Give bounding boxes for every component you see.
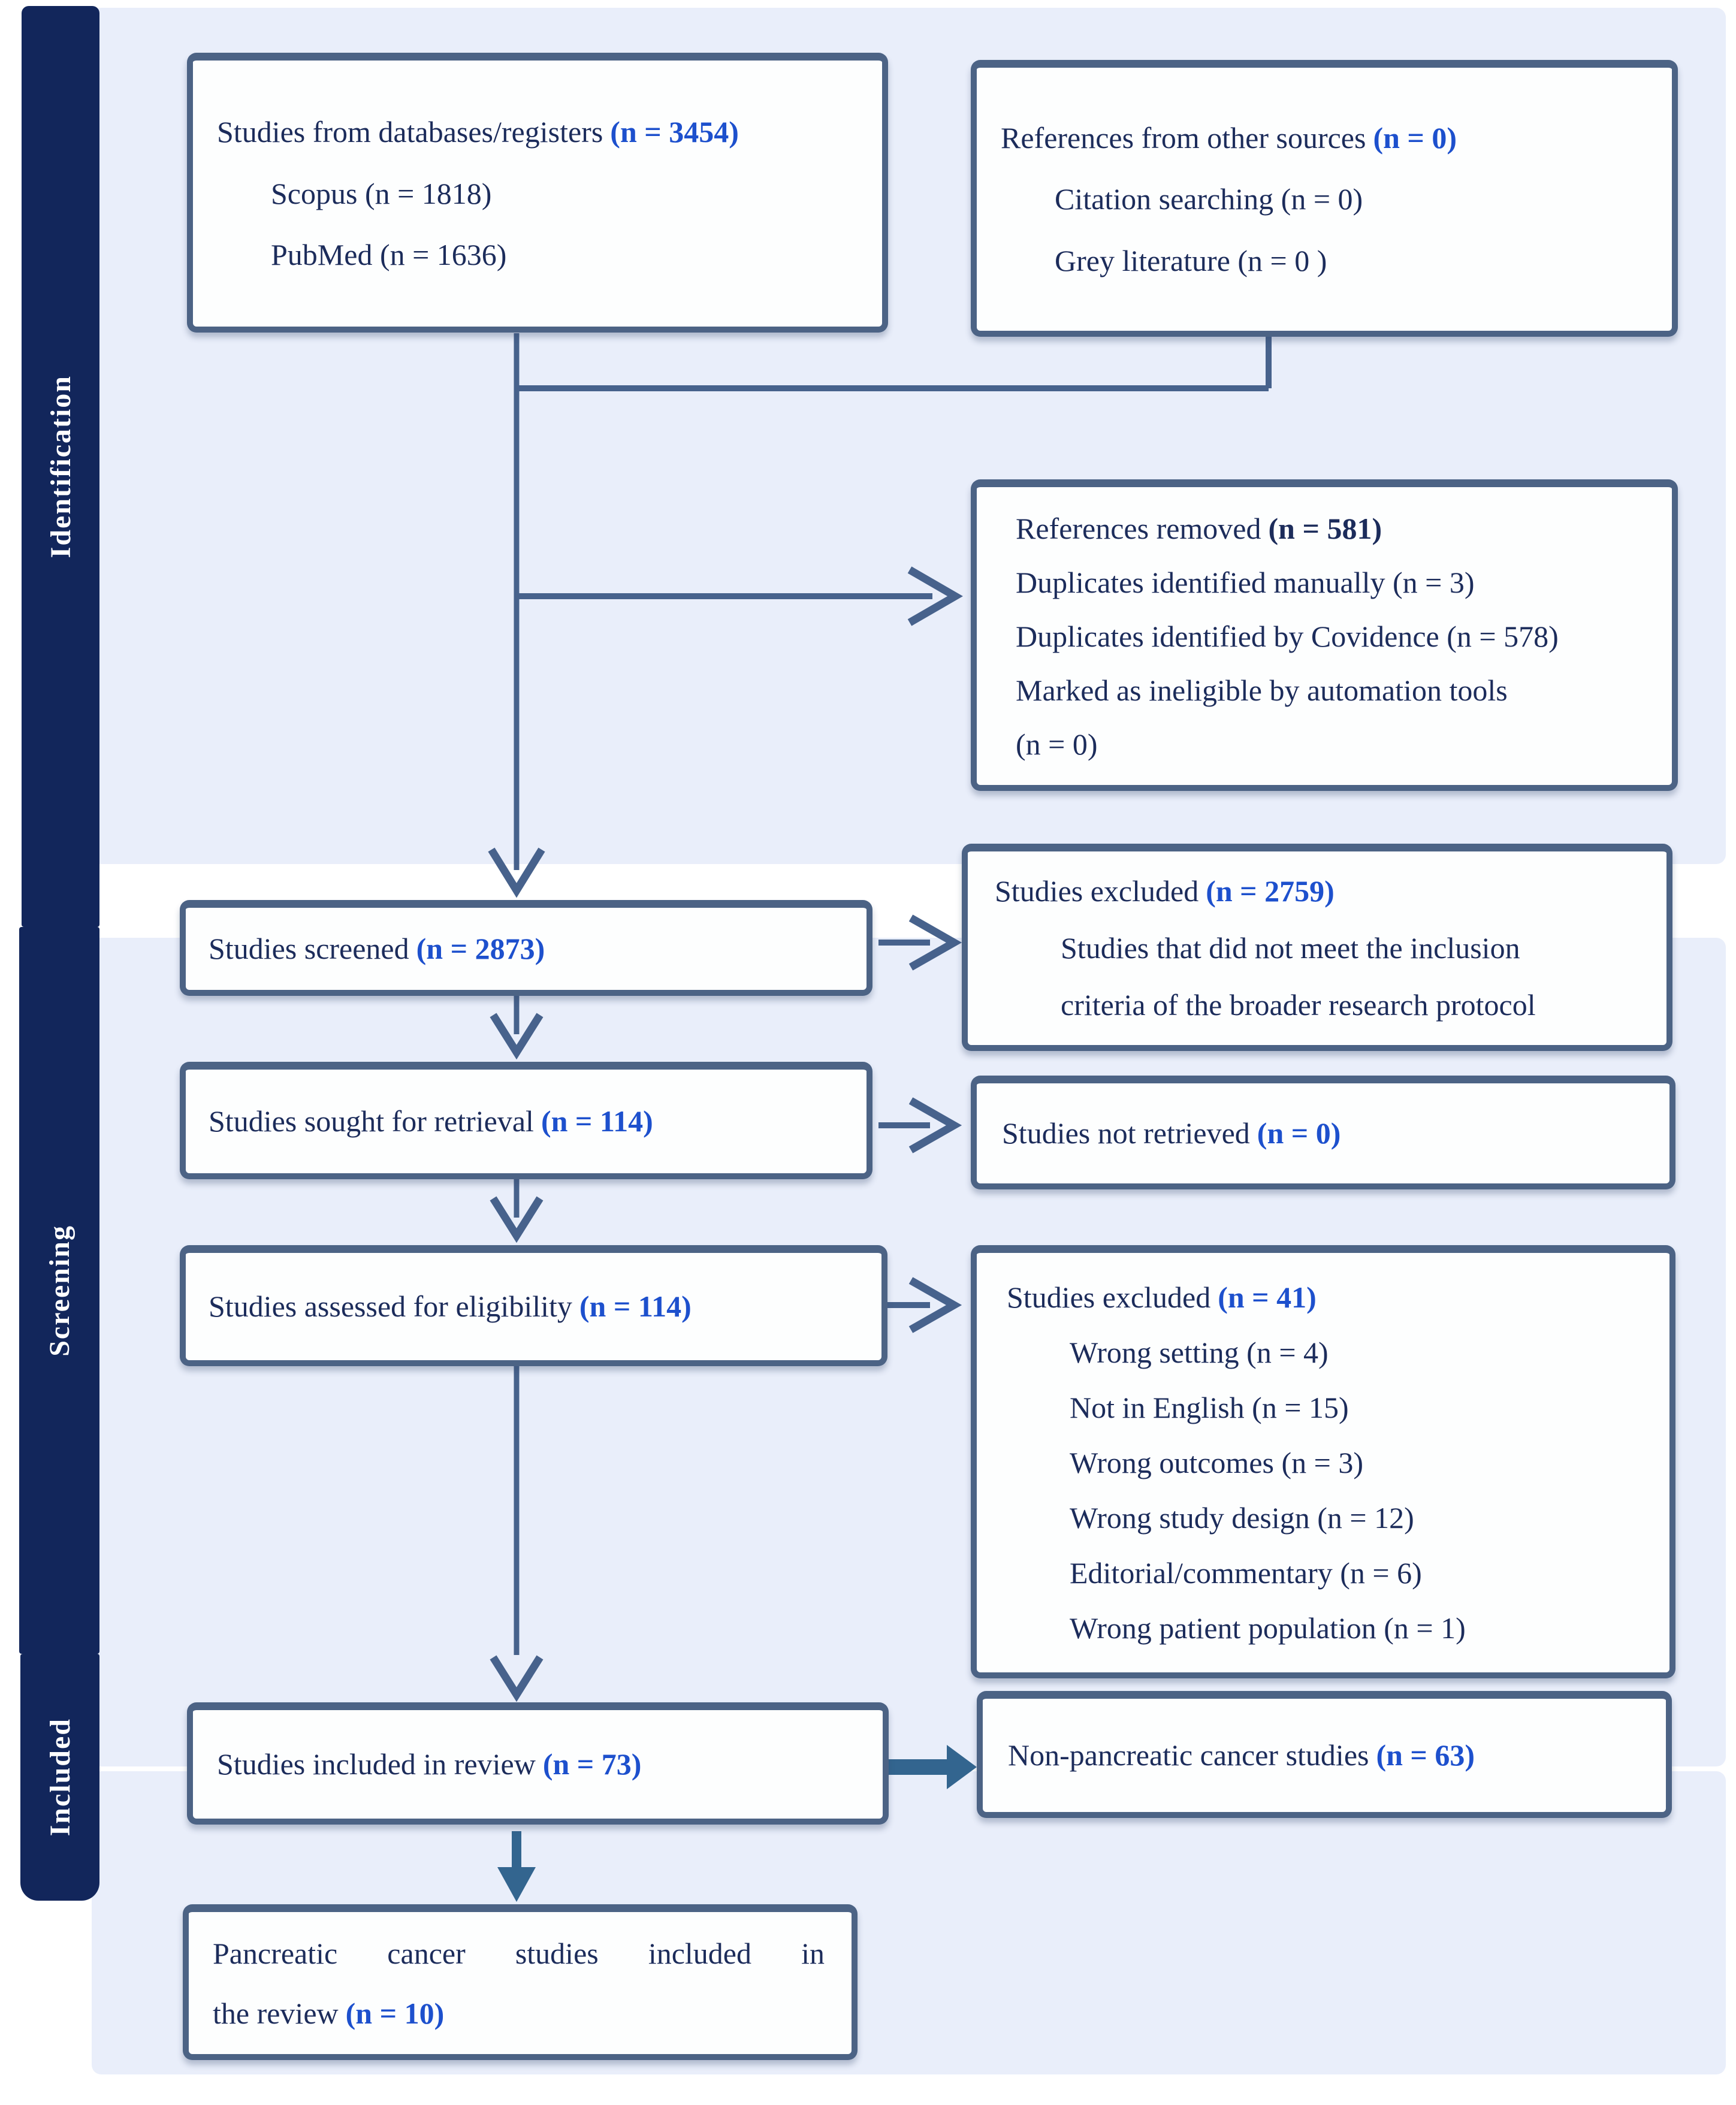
arrowhead-right-excluded41-icon bbox=[908, 1277, 962, 1333]
box-studies-assessed: Studies assessed for eligibility(n = 114… bbox=[180, 1245, 887, 1366]
box-studies-not-retrieved: Studies not retrieved(n = 0) bbox=[971, 1076, 1675, 1189]
list-item: Duplicates identified by Covidence (n = … bbox=[1016, 619, 1559, 653]
list-item: Scopus (n = 1818) bbox=[271, 176, 492, 210]
box-studies-excluded-eligibility: Studies excluded(n = 41) Wrong setting (… bbox=[971, 1245, 1675, 1678]
arrowhead-right-removed-icon bbox=[907, 566, 963, 626]
box-title: Studies sought for retrieval(n = 114) bbox=[209, 1104, 653, 1138]
box-title-line2: the review(n = 10) bbox=[213, 1996, 445, 2030]
included-label: Included bbox=[44, 1718, 76, 1837]
box-title: Studies from databases/registers(n = 345… bbox=[217, 115, 739, 149]
sidebar-included: Included bbox=[20, 1654, 99, 1901]
screening-label: Screening bbox=[43, 1224, 76, 1357]
box-studies-included-review: Studies included in review(n = 73) bbox=[187, 1702, 889, 1825]
box-title: Studies excluded(n = 2759) bbox=[995, 874, 1335, 908]
list-item: Editorial/commentary (n = 6) bbox=[1070, 1556, 1422, 1590]
list-item: Not in English (n = 15) bbox=[1070, 1391, 1349, 1424]
box-references-removed: References removed(n = 581) Duplicates i… bbox=[971, 479, 1678, 791]
arrowhead-right-excluded-icon bbox=[908, 914, 962, 971]
arrowhead-down-sought-icon bbox=[490, 1013, 544, 1060]
box-studies-screened: Studies screened(n = 2873) bbox=[180, 900, 872, 996]
identification-label: Identification bbox=[44, 375, 77, 558]
list-item: Wrong patient population (n = 1) bbox=[1070, 1611, 1466, 1645]
arrowhead-right-notretrieved-icon bbox=[908, 1097, 962, 1153]
box-databases-registers: Studies from databases/registers(n = 345… bbox=[187, 53, 888, 333]
thin-connectors bbox=[488, 333, 1272, 1702]
box-title: Studies not retrieved(n = 0) bbox=[1002, 1116, 1341, 1150]
arrowhead-down-included-icon bbox=[490, 1655, 544, 1702]
box-title: References removed(n = 581) bbox=[1016, 511, 1382, 545]
list-item: PubMed (n = 1636) bbox=[271, 238, 507, 272]
box-other-sources: References from other sources(n = 0) Cit… bbox=[971, 60, 1678, 337]
list-item: Grey literature (n = 0 ) bbox=[1055, 243, 1327, 277]
arrowhead-solid-right-icon bbox=[947, 1745, 977, 1789]
box-title: Studies excluded(n = 41) bbox=[1007, 1280, 1317, 1314]
box-non-pancreatic-studies: Non-pancreatic cancer studies(n = 63) bbox=[977, 1691, 1672, 1818]
sidebar-identification: Identification bbox=[22, 6, 99, 927]
arrowhead-solid-down-icon bbox=[497, 1867, 536, 1902]
thick-connectors bbox=[497, 1745, 977, 1902]
list-item: Duplicates identified manually (n = 3) bbox=[1016, 565, 1475, 599]
list-item: Wrong outcomes (n = 3) bbox=[1070, 1446, 1363, 1479]
box-title: Studies assessed for eligibility(n = 114… bbox=[209, 1289, 692, 1323]
list-item: Studies that did not meet the inclusion bbox=[1061, 931, 1520, 965]
list-item: Wrong setting (n = 4) bbox=[1070, 1336, 1329, 1369]
included-panc-shaft bbox=[512, 1831, 521, 1870]
box-title: References from other sources(n = 0) bbox=[1001, 120, 1457, 155]
box-title: Non-pancreatic cancer studies(n = 63) bbox=[1008, 1738, 1475, 1772]
box-studies-excluded-screening: Studies excluded(n = 2759) Studies that … bbox=[962, 844, 1672, 1051]
list-item: (n = 0) bbox=[1016, 727, 1098, 761]
list-item: criteria of the broader research protoco… bbox=[1061, 988, 1536, 1022]
list-item: Marked as ineligible by automation tools bbox=[1016, 673, 1508, 707]
box-title: Studies screened(n = 2873) bbox=[209, 932, 545, 965]
sidebar-screening: Screening bbox=[19, 927, 99, 1654]
included-nonpanc-shaft bbox=[889, 1759, 949, 1775]
box-title: Studies included in review(n = 73) bbox=[217, 1747, 642, 1781]
list-item: Wrong study design (n = 12) bbox=[1070, 1501, 1414, 1535]
box-title-line1: Pancreatic cancer studies included in bbox=[213, 1936, 825, 1970]
arrowhead-down-assessed-icon bbox=[490, 1196, 544, 1243]
box-studies-sought: Studies sought for retrieval(n = 114) bbox=[180, 1062, 872, 1179]
arrowhead-down-screened-icon bbox=[488, 847, 545, 898]
box-pancreatic-studies-included: Pancreatic cancer studies included in th… bbox=[183, 1904, 858, 2060]
list-item: Citation searching (n = 0) bbox=[1055, 182, 1363, 216]
